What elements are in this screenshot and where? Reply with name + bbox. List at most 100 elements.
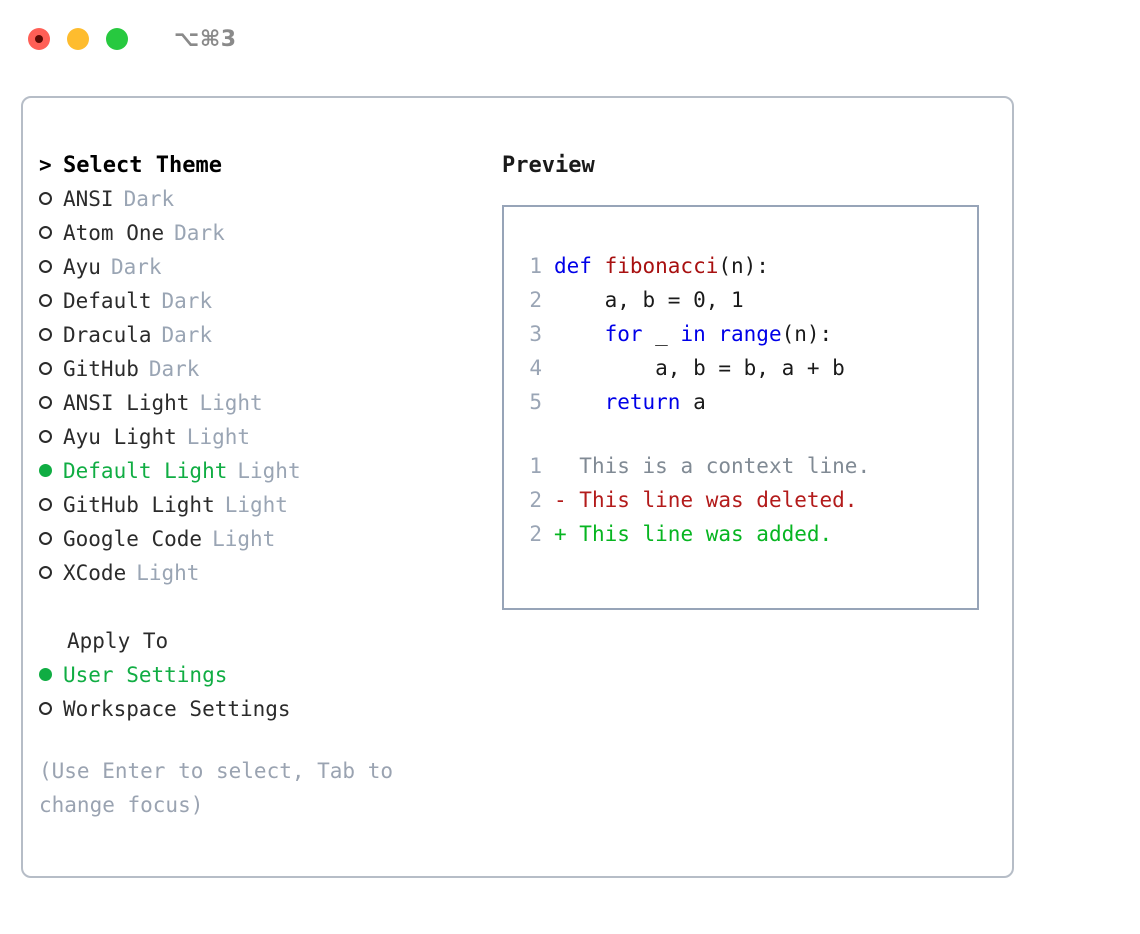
title-bar: ⌥⌘3 [0, 0, 1140, 78]
theme-name: Atom One [63, 221, 165, 245]
diff-marker [554, 454, 567, 478]
close-button[interactable] [28, 28, 50, 50]
code-token: a, b = 0, 1 [554, 288, 744, 312]
apply-to-option[interactable]: User Settings [39, 658, 479, 692]
radio-unselected-icon [39, 495, 63, 516]
theme-variant-badge: Dark [148, 357, 200, 381]
minimize-button[interactable] [67, 28, 89, 50]
code-line-number: 2 [529, 288, 542, 312]
prompt-chevron-icon: > [39, 152, 52, 177]
code-token: for [604, 322, 643, 346]
theme-list-item[interactable]: GitHub Dark [39, 352, 479, 386]
radio-selected-icon [39, 665, 63, 686]
code-line: 1 def fibonacci(n): [516, 249, 969, 283]
select-theme-heading: > Select Theme [39, 148, 479, 182]
diff-line-text: This line was deleted. [566, 488, 858, 512]
keyboard-hint-text: (Use Enter to select, Tab to change focu… [39, 759, 406, 817]
code-line: 4 a, b = b, a + b [516, 351, 969, 385]
radio-unselected-icon [39, 529, 63, 550]
theme-name: Default Light [63, 459, 228, 483]
code-token: in range [680, 322, 782, 346]
theme-list-item[interactable]: Ayu Light Light [39, 420, 479, 454]
theme-variant-badge: Dark [161, 323, 213, 347]
theme-variant-badge: Dark [161, 289, 213, 313]
theme-variant-badge: Light [237, 459, 301, 483]
diff-line-number: 2 [529, 488, 542, 512]
theme-list-item[interactable]: ANSI Light Light [39, 386, 479, 420]
window-controls [28, 28, 128, 50]
theme-name: ANSI [63, 187, 114, 211]
code-line-number: 3 [529, 322, 542, 346]
theme-variant-badge: Dark [123, 187, 175, 211]
code-line: 3 for _ in range(n): [516, 317, 969, 351]
diff-line: 2 + This line was added. [516, 517, 969, 551]
code-token: _ [642, 322, 681, 346]
radio-unselected-icon [39, 325, 63, 346]
theme-variant-badge: Dark [174, 221, 225, 245]
apply-to-option-label: User Settings [63, 663, 228, 687]
theme-name: ANSI Light [63, 391, 190, 415]
code-token: def [554, 254, 605, 278]
radio-unselected-icon [39, 359, 63, 380]
theme-name: Ayu Light [63, 425, 177, 449]
diff-line-number: 2 [529, 522, 542, 546]
theme-name: Ayu [63, 255, 101, 279]
apply-to-option-label: Workspace Settings [63, 697, 291, 721]
code-token: return [604, 390, 681, 414]
code-line-number: 5 [529, 390, 542, 414]
code-token: fibonacci [604, 254, 719, 278]
preview-title: Preview [502, 152, 595, 178]
radio-unselected-icon [39, 699, 63, 720]
theme-list-item[interactable]: Default Dark [39, 284, 479, 318]
theme-name: Google Code [63, 527, 203, 551]
code-token: a [680, 390, 706, 414]
zoom-button[interactable] [106, 28, 128, 50]
diff-line-number: 1 [529, 454, 542, 478]
code-line: 2 a, b = 0, 1 [516, 283, 969, 317]
theme-list-item[interactable]: Google Code Light [39, 522, 479, 556]
theme-variant-badge: Light [199, 391, 263, 415]
code-diff-separator [516, 419, 969, 449]
radio-selected-icon [39, 461, 63, 482]
theme-name: GitHub Light [63, 493, 215, 517]
radio-unselected-icon [39, 189, 63, 210]
radio-unselected-icon [39, 223, 63, 244]
diff-marker: + [554, 522, 567, 546]
select-theme-heading-label: Select Theme [63, 152, 222, 178]
radio-unselected-icon [39, 427, 63, 448]
code-token: a, b = b, a + b [554, 356, 845, 380]
apply-to-option[interactable]: Workspace Settings [39, 692, 479, 726]
radio-unselected-icon [39, 563, 63, 584]
radio-unselected-icon [39, 291, 63, 312]
diff-line: 1 This is a context line. [516, 449, 969, 483]
apply-to-heading: Apply To [67, 629, 169, 653]
diff-marker: - [554, 488, 567, 512]
theme-list-item[interactable]: Default Light Light [39, 454, 479, 488]
code-token: (n): [718, 254, 769, 278]
diff-line-text: This line was added. [566, 522, 833, 546]
diff-lines: 1 This is a context line. 2- This line wa… [516, 449, 969, 551]
code-line: 5 return a [516, 385, 969, 419]
theme-name: GitHub [63, 357, 139, 381]
theme-list-item[interactable]: Atom One Dark [39, 216, 479, 250]
theme-list-item[interactable]: ANSI Dark [39, 182, 479, 216]
theme-variant-badge: Light [212, 527, 276, 551]
code-line-number: 1 [529, 254, 542, 278]
list-spacer [39, 590, 479, 624]
theme-variant-badge: Light [186, 425, 251, 449]
theme-name: XCode [63, 561, 127, 585]
code-token [554, 390, 605, 414]
theme-name: Default [63, 289, 152, 313]
